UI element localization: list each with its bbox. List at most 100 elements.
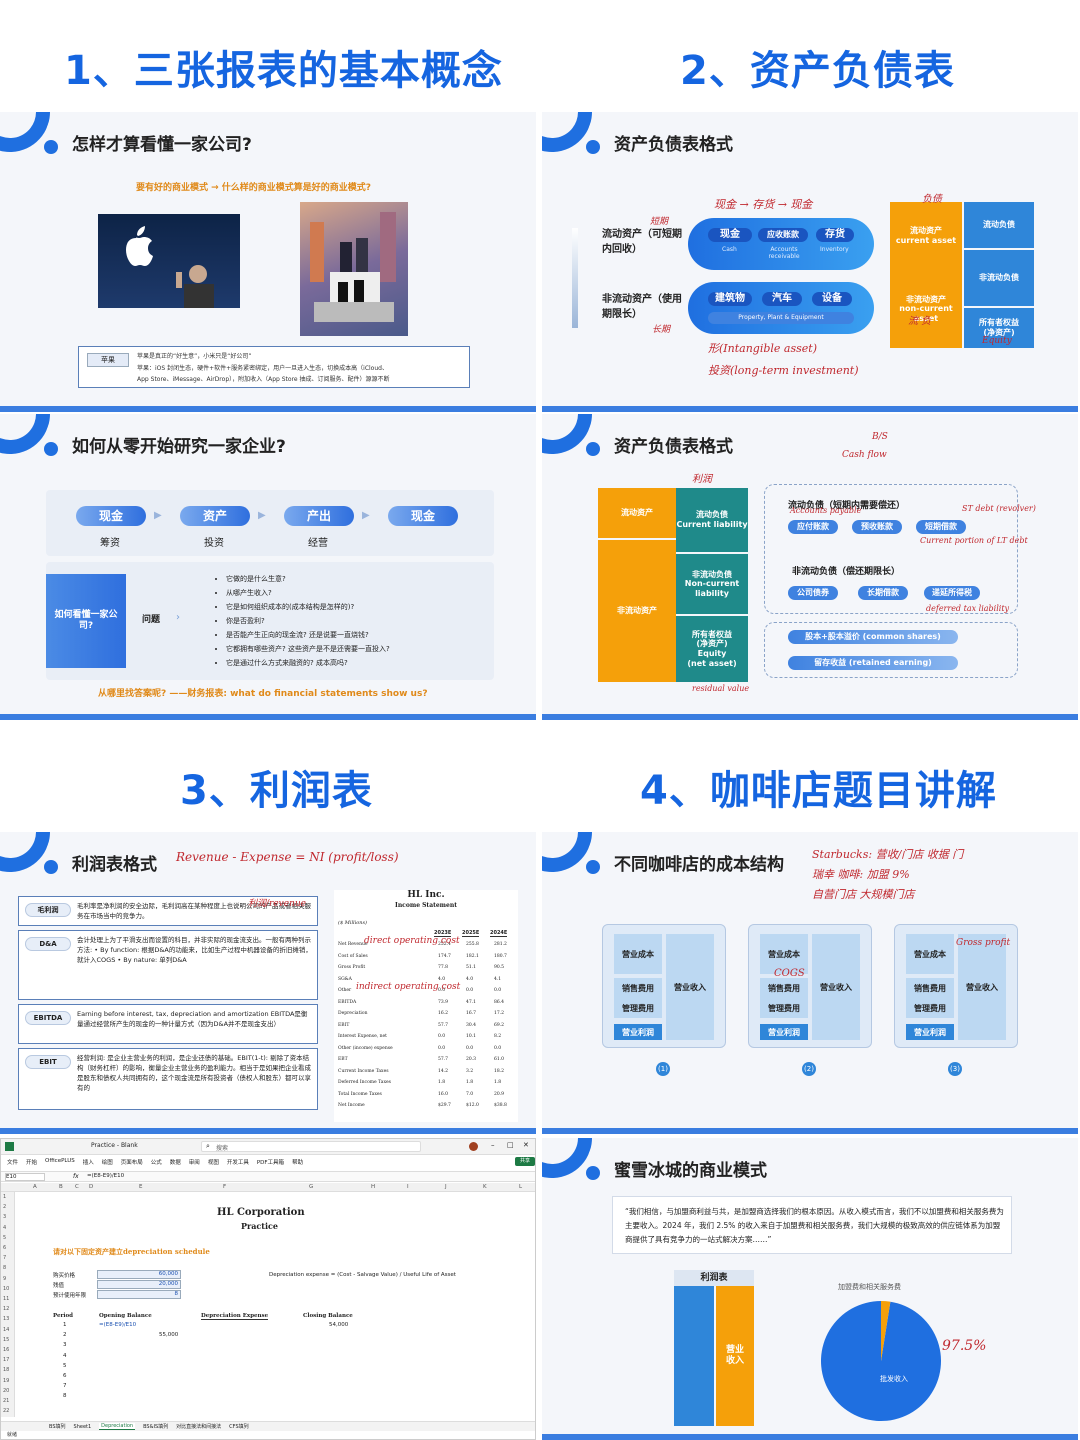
slide-subtitle: 要有好的商业模式 → 什么样的商业模式算是好的商业模式? [136, 183, 372, 193]
question-item: 你是否盈利? [226, 614, 390, 628]
search-box[interactable]: ⌕ 搜索 [201, 1141, 421, 1152]
is-line-label: Current Income Taxes [338, 1068, 389, 1074]
life-label: 预计使用年限 [53, 1293, 87, 1299]
equity-group [764, 622, 1018, 678]
quote-box: “我们相信，与加盟商利益与共，是加盟商选择我们的根本原因。从收入模式而言，我们不… [612, 1196, 1012, 1254]
annotation-ap: Accounts payable [790, 506, 862, 515]
row-header[interactable]: 5 [3, 1234, 7, 1241]
sheet-tab[interactable]: BS填列 [49, 1424, 66, 1430]
row-header[interactable]: 9 [3, 1275, 7, 1282]
ribbon-menu-item[interactable]: 数据 [169, 1160, 181, 1166]
sheet-tab[interactable]: Depreciation [99, 1423, 136, 1430]
column-header[interactable]: A [33, 1184, 37, 1190]
fx-icon: fx [73, 1173, 79, 1180]
ribbon-menu-item[interactable]: 插入 [82, 1160, 94, 1166]
avatar[interactable] [469, 1142, 478, 1151]
flow-step-2: 资产 [180, 506, 250, 526]
annotation-ni-formula: Revenue - Expense = NI (profit/loss) [176, 850, 399, 864]
row-header[interactable]: 11 [3, 1296, 10, 1302]
ribbon-menu-item[interactable]: OfficePLUS [45, 1158, 75, 1164]
column-header[interactable]: D [89, 1184, 94, 1190]
column-header[interactable]: C [75, 1184, 79, 1190]
is-value: 0.0 [494, 988, 502, 993]
row-header[interactable]: 7 [3, 1255, 7, 1262]
ribbon-menu-item[interactable]: 帮助 [292, 1160, 304, 1166]
ribbon-menu-item[interactable]: PDF工具箱 [256, 1160, 285, 1166]
row-header[interactable]: 10 [3, 1285, 10, 1292]
is-value: 7.0 [466, 1091, 474, 1097]
row-header[interactable]: 4 [3, 1224, 7, 1231]
active-formula-cell[interactable]: =(E8-E9)/E10 [99, 1322, 137, 1328]
ribbon-menu-item[interactable]: 开发工具 [226, 1160, 249, 1166]
flow-arrow-icon: ▶ [362, 510, 370, 521]
ribbon-menu-item[interactable]: 公式 [150, 1160, 162, 1166]
section-1-title: 1、三张报表的基本概念 [64, 48, 503, 94]
is-line-label: Gross Profit [338, 965, 366, 970]
column-header[interactable]: I [407, 1184, 409, 1190]
life-cell[interactable]: 8 [97, 1290, 181, 1299]
salvage-cell[interactable]: 20,000 [97, 1280, 181, 1289]
ribbon-menu-item[interactable]: 页面布局 [120, 1160, 143, 1166]
sheet-tab[interactable]: BS&IS填列 [143, 1424, 169, 1430]
row-header[interactable]: 15 [3, 1336, 10, 1343]
is-value: 20.3 [466, 1057, 477, 1062]
slide-mixue-business-model: 蜜雪冰城的商业模式 “我们相信，与加盟商利益与共，是加盟商选择我们的根本原因。从… [542, 1138, 1078, 1440]
row-header[interactable]: 16 [3, 1347, 10, 1353]
column-header[interactable]: G [309, 1184, 314, 1190]
is-line-label: Total Income Taxes [338, 1091, 382, 1097]
row-header[interactable]: 8 [3, 1265, 7, 1272]
maximize-icon[interactable]: □ [507, 1141, 514, 1149]
buy-price-cell[interactable]: 60,000 [97, 1270, 181, 1279]
annotation-liability: 负债 [922, 194, 942, 205]
sheet-tab[interactable]: Sheet1 [73, 1423, 92, 1430]
annotation-cash-cycle: 现金 → 存货 → 现金 [714, 198, 813, 211]
column-header[interactable]: L [519, 1184, 523, 1190]
row-header[interactable]: 12 [3, 1306, 10, 1313]
ribbon-menu-item[interactable]: 开始 [26, 1160, 38, 1166]
formula-input[interactable]: =(E8-E9)/E10 [87, 1173, 125, 1179]
column-header[interactable]: F [223, 1184, 227, 1190]
card-number: (2) [802, 1062, 816, 1076]
column-header[interactable]: H [371, 1184, 376, 1190]
name-box[interactable]: E10 [5, 1173, 45, 1181]
slide-title: 怎样才算看懂一家公司? [72, 135, 252, 155]
row-header[interactable]: 22 [3, 1408, 10, 1415]
column-header[interactable]: B [59, 1184, 63, 1190]
xiaomi-image [300, 202, 408, 336]
sheet-tab[interactable]: 对比直接法和间接法 [176, 1424, 222, 1430]
row-header[interactable]: 14 [3, 1326, 10, 1333]
row-header[interactable]: 21 [3, 1398, 10, 1404]
question-item: 它是如何组织成本的(成本结构是怎样的)? [226, 600, 390, 614]
row-header[interactable]: 3 [3, 1214, 7, 1221]
share-button[interactable]: 共享 [515, 1157, 535, 1166]
sheet-tab[interactable]: CFS填列 [229, 1424, 249, 1430]
how-to-understand-box: 如何看懂一家公司? [46, 574, 126, 668]
ribbon-menu-item[interactable]: 绘图 [101, 1160, 113, 1166]
row-header[interactable]: 17 [3, 1357, 10, 1364]
is-value: 0.0 [466, 1045, 474, 1051]
row-header[interactable]: 19 [3, 1377, 10, 1384]
is-value: $12.0 [466, 1103, 479, 1108]
ribbon-menu-item[interactable]: 审阅 [188, 1160, 200, 1166]
card-number: (3) [948, 1062, 962, 1076]
noncurrent-asset-band: 建筑物 汽车 设备 Property, Plant & Equipment [688, 282, 874, 334]
row-header[interactable]: 20 [3, 1387, 10, 1394]
row-header[interactable]: 18 [3, 1367, 10, 1374]
column-header[interactable]: K [483, 1184, 487, 1190]
row-header[interactable]: 6 [3, 1245, 7, 1251]
column-header[interactable]: E [139, 1184, 143, 1190]
row-header[interactable]: 13 [3, 1316, 10, 1323]
column-header[interactable]: J [445, 1184, 447, 1190]
section-2-title: 2、资产负债表 [680, 48, 955, 94]
current-liability-title: 流动负债（短期内需要偿还） [788, 501, 906, 511]
annotation-starbucks: Starbucks: 营收/门店 收据 门 [812, 848, 964, 861]
ribbon-menu-item[interactable]: 视图 [207, 1160, 219, 1166]
is-value: 86.4 [494, 999, 505, 1005]
sheet-tabs: BS填列 Sheet1 Depreciation BS&IS填列 对比直接法和间接法 CF… [1, 1421, 535, 1431]
ribbon-menu-item[interactable]: 文件 [7, 1160, 19, 1166]
minimize-icon[interactable]: – [491, 1141, 495, 1149]
row-header[interactable]: 1 [3, 1194, 7, 1200]
close-icon[interactable]: ✕ [523, 1141, 529, 1149]
row-header[interactable]: 2 [3, 1204, 7, 1211]
